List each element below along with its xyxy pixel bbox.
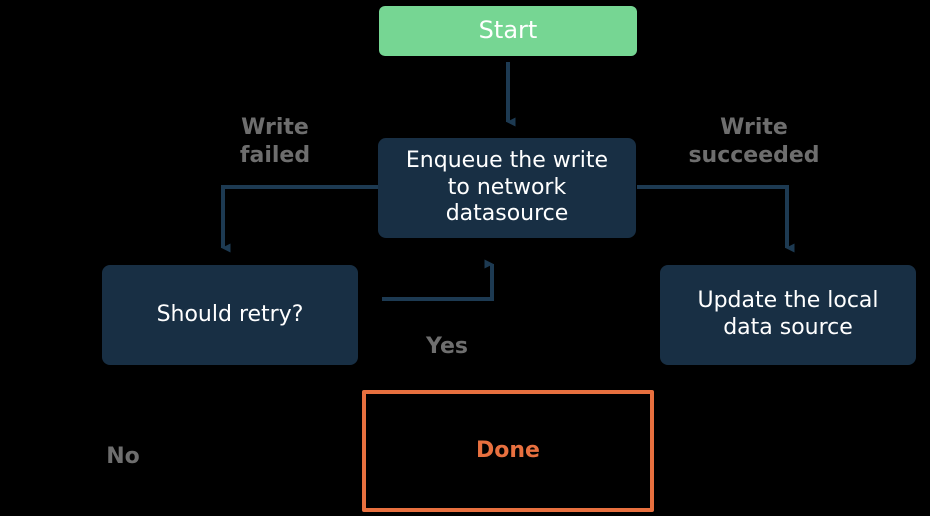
edge-label-yes: Yes	[426, 334, 468, 359]
node-done-label: Done	[476, 437, 540, 463]
node-should-retry[interactable]: Should retry?	[102, 265, 358, 365]
node-start[interactable]: Start	[379, 6, 637, 56]
node-enqueue-write[interactable]: Enqueue the write to network datasource	[378, 138, 636, 238]
connector-retry-yes-to-enqueue	[382, 259, 494, 301]
edge-label-write-failed: Write failed	[239, 115, 311, 169]
node-done[interactable]: Done	[362, 390, 654, 512]
edge-label-no: No	[106, 444, 140, 469]
node-should-retry-label: Should retry?	[156, 301, 304, 327]
node-update-local-data-source-label: Update the local data source	[697, 288, 879, 340]
connector-enqueue-to-update	[637, 185, 795, 253]
connector-enqueue-to-retry	[221, 185, 378, 253]
edge-label-write-succeeded: Write succeeded	[688, 115, 820, 169]
node-start-label: Start	[478, 16, 538, 45]
node-update-local-data-source[interactable]: Update the local data source	[660, 265, 916, 365]
node-enqueue-write-label: Enqueue the write to network datasource	[405, 147, 609, 227]
